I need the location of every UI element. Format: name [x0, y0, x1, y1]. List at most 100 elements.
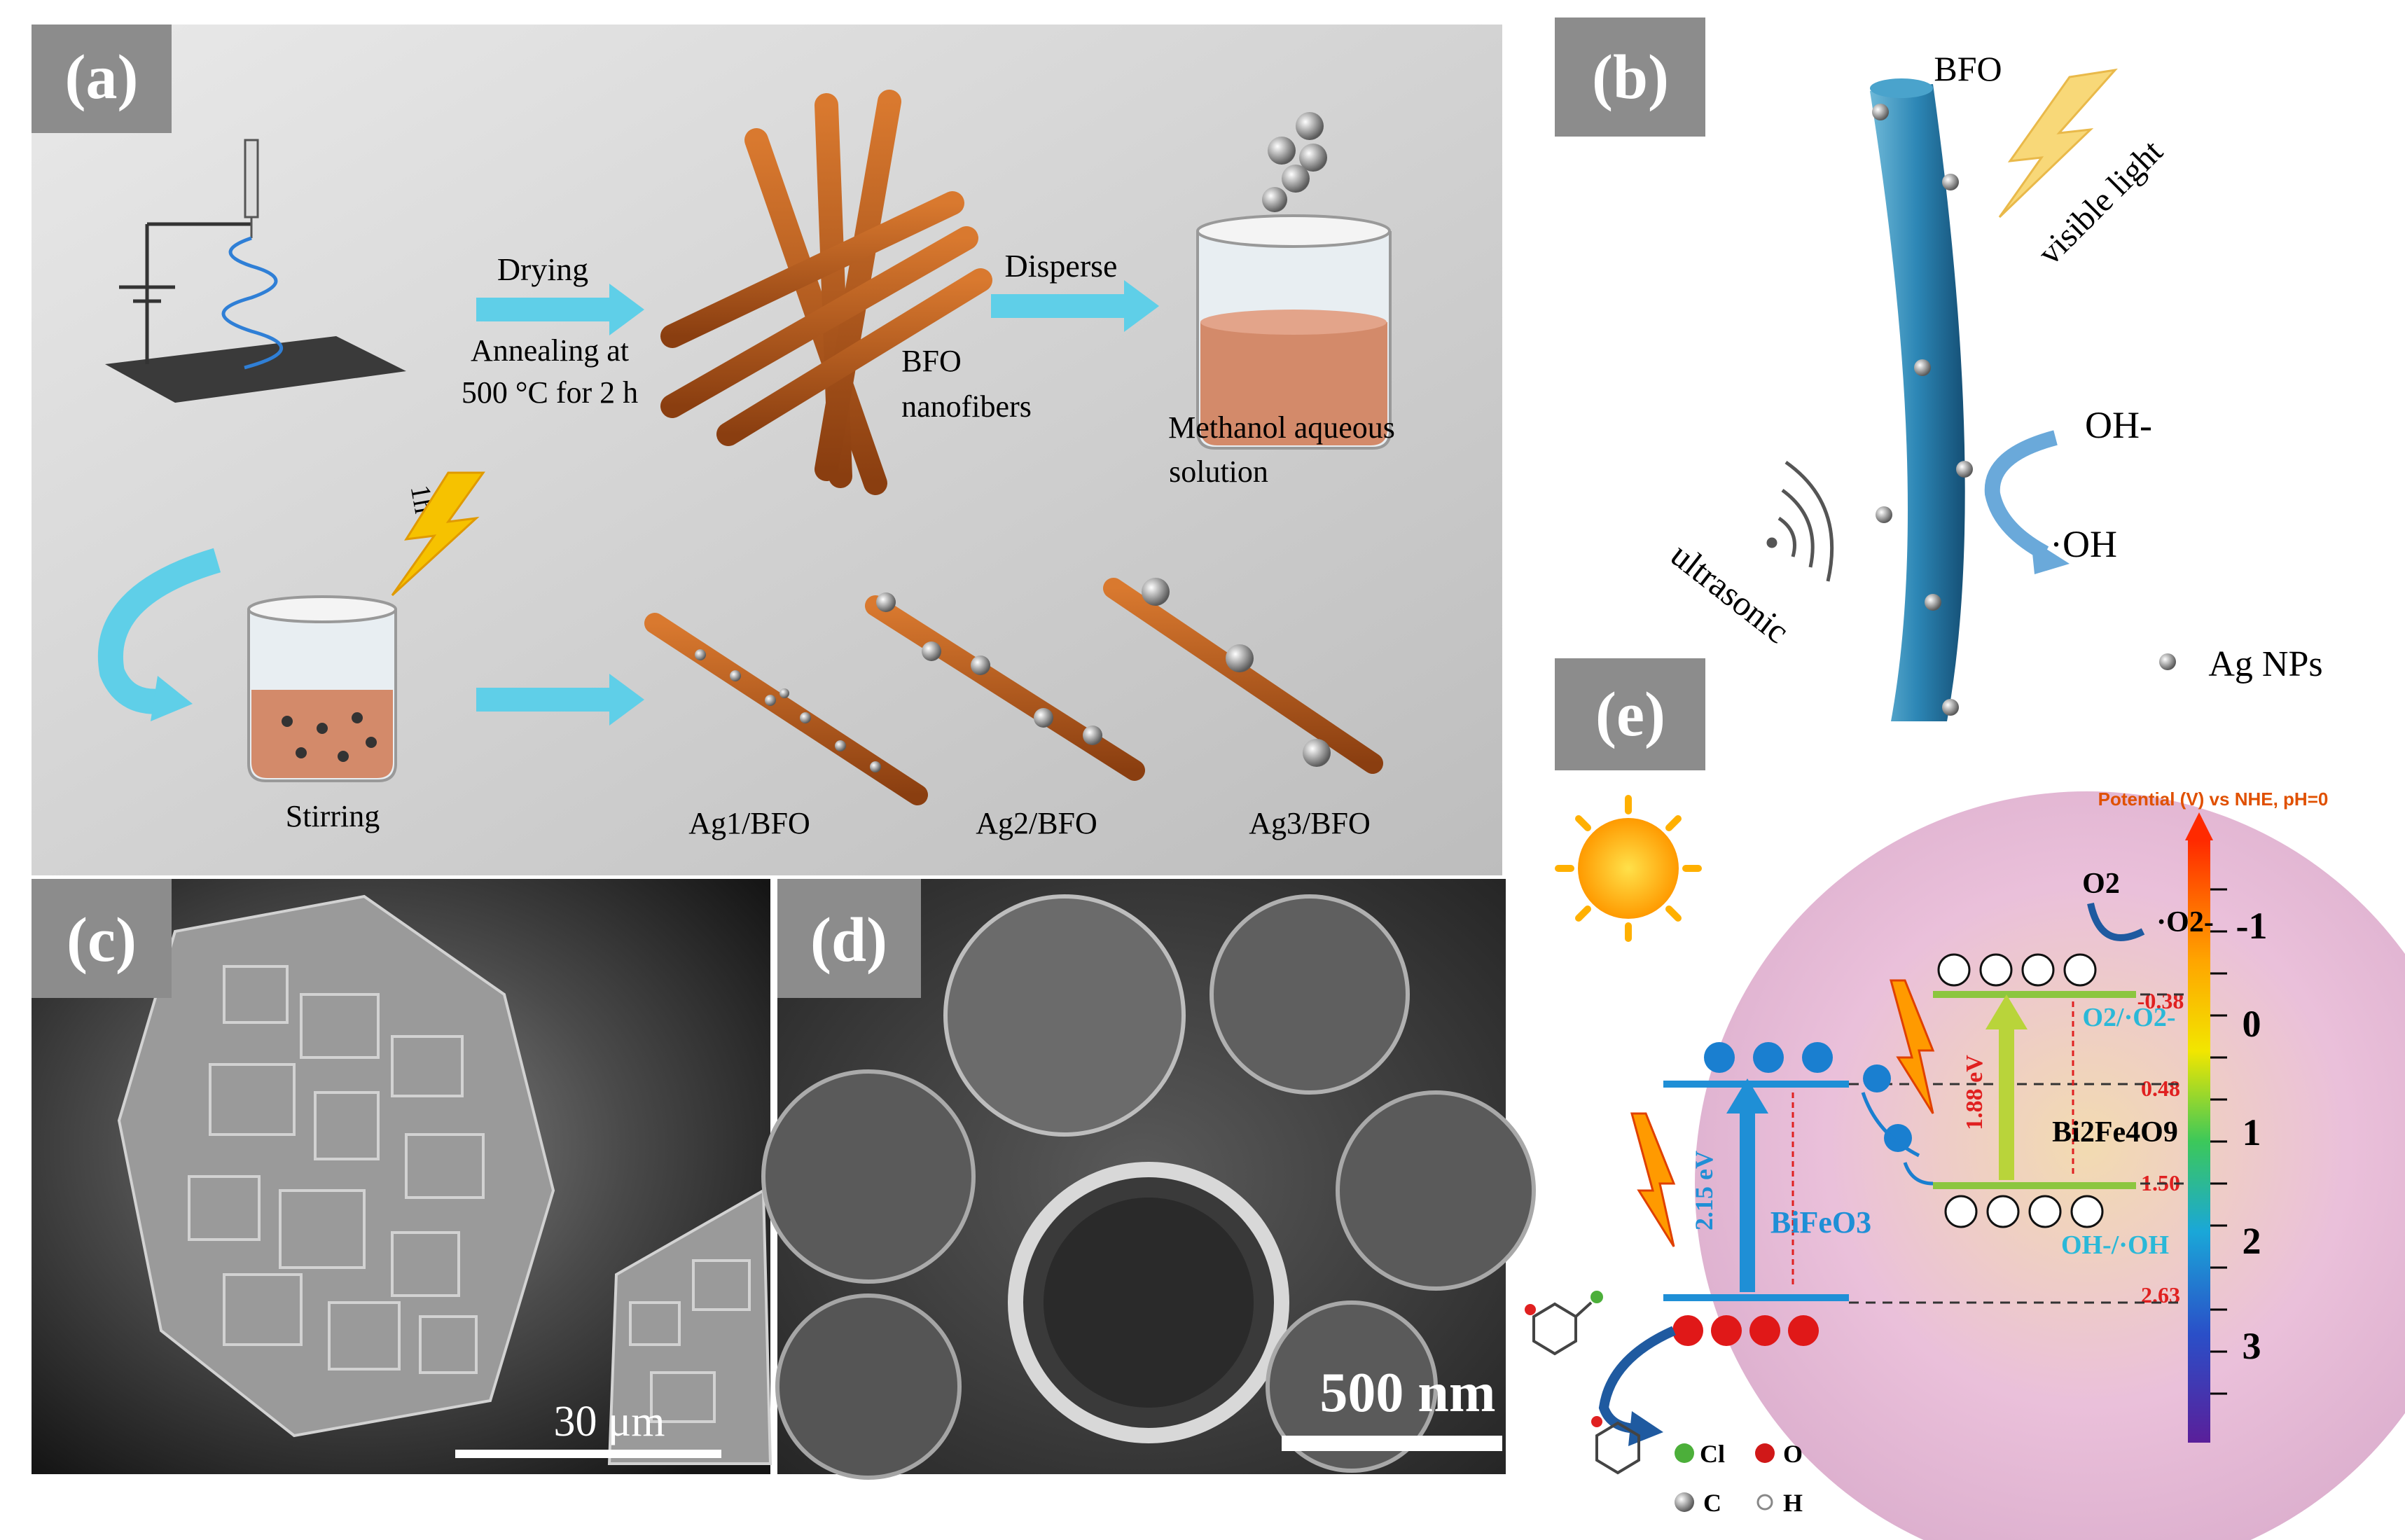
- bfo-fiber: [1870, 84, 1965, 721]
- bi2fe4o9-conduction-band: [1933, 991, 2136, 998]
- product-fiber-ag2: [865, 592, 1145, 781]
- crystal-cluster-c: [117, 894, 772, 1465]
- product-label-ag2: Ag2/BFO: [976, 806, 1097, 840]
- panel-c-tag-box: [32, 879, 172, 998]
- panel-e-tag-box: [1555, 658, 1705, 770]
- lightning-icon: [391, 471, 485, 597]
- potential-mark-263: 2.63: [2141, 1282, 2180, 1307]
- beaker-stirring-icon: [247, 595, 397, 782]
- ag-np-on-fiber: [1872, 104, 1973, 716]
- potential-mark-minus038: -0.38: [2137, 988, 2184, 1013]
- product-label-ag3: Ag3/BFO: [1249, 806, 1371, 840]
- step-disperse-label: Disperse: [1005, 248, 1118, 284]
- panel-e: (e) Potential (V) vs NHE, pH=0 -1 0: [1525, 658, 2405, 1540]
- porous-spheres-d: [761, 894, 1536, 1480]
- panel-b-tag-box: [1555, 18, 1705, 137]
- step-annealing-label-1: Annealing at: [471, 333, 629, 368]
- ag-particle-cluster-icon: [1262, 112, 1327, 212]
- bfo-nanofibers-label-1: BFO: [901, 344, 962, 378]
- interfacial-electron-transfer: [1861, 1064, 1934, 1186]
- potential-axis-title: Potential (V) vs NHE, pH=0: [2098, 789, 2329, 810]
- gap-bi2fe4o9-label: 1.88 eV: [1962, 1055, 1988, 1130]
- panel-d-tag-box: [777, 879, 921, 998]
- panel-a-tag: (a): [65, 43, 139, 112]
- legend-h-label: H: [1783, 1489, 1803, 1517]
- product-fiber-ag3: [1103, 578, 1383, 774]
- chlorophenol-molecule-icon: [1525, 1291, 1603, 1356]
- o2-reduction-arrow: [2087, 902, 2145, 941]
- drying-arrow: [476, 298, 609, 321]
- bifeo3-holes: [1672, 1315, 1819, 1346]
- oh-couple-label: OH-/·OH: [2061, 1230, 2169, 1260]
- legend-o-icon: [1755, 1443, 1775, 1463]
- methanol-label-2: solution: [1169, 455, 1268, 489]
- scale-number-2: 2: [2243, 1220, 2261, 1262]
- legend-o-label: O: [1783, 1440, 1803, 1468]
- panel-c: (c) 30 μm: [32, 879, 772, 1474]
- scale-number-1: 1: [2243, 1111, 2261, 1153]
- panel-d-tag: (d): [810, 906, 887, 975]
- ultrasonic-label: ultrasonic: [1664, 535, 1797, 651]
- legend-cl-label: Cl: [1700, 1440, 1725, 1468]
- sun-icon: [1555, 795, 1702, 942]
- product-label-ag1: Ag1/BFO: [688, 806, 810, 840]
- scale-bar-d: [1282, 1436, 1502, 1451]
- bifeo3-label: BiFeO3: [1770, 1205, 1871, 1240]
- products-arrow: [476, 688, 609, 712]
- potential-mark-048: 0.48: [2141, 1076, 2180, 1101]
- legend-c-label: C: [1703, 1489, 1721, 1517]
- legend-c-icon: [1675, 1492, 1694, 1512]
- lightning-icon-e1: [1630, 1112, 1676, 1247]
- legend-h-icon: [1756, 1494, 1773, 1511]
- visible-light-lightning-icon: [1998, 68, 2118, 218]
- bfo-nanofiber-bundle: [660, 90, 992, 495]
- bifeo3-valence-band: [1663, 1294, 1849, 1301]
- bi2fe4o9-label: Bi2Fe4O9: [2052, 1116, 2178, 1149]
- oh-minus-label: OH-: [2085, 404, 2152, 446]
- bfo-nanofibers-label-2: nanofibers: [901, 389, 1032, 424]
- panel-c-tag: (c): [67, 906, 137, 975]
- legend-cl-icon: [1675, 1443, 1694, 1463]
- oh-radical-label: ·OH: [2050, 523, 2117, 565]
- scale-bar-label-d: 500 nm: [1319, 1362, 1495, 1424]
- panel-a: (a) Drying Annealing at 500 °C for 2 h: [32, 25, 1502, 875]
- scale-number-0: 0: [2243, 1003, 2261, 1045]
- oh-conversion-arrow: [1984, 430, 2058, 560]
- panel-b-tag: (b): [1592, 43, 1669, 112]
- bifeo3-electrons: [1704, 1042, 1833, 1073]
- potential-ticks: [2210, 888, 2227, 1395]
- panel-b: (b) BFO visible light ultrasonic OH- ·OH…: [1555, 18, 2323, 721]
- ag-nps-legend-icon: [2159, 653, 2176, 670]
- panel-e-tag: (e): [1595, 680, 1665, 749]
- lightning-icon-e2: [1890, 979, 1935, 1114]
- bi2fe4o9-holes: [1944, 1195, 2104, 1228]
- gap-bfo-label: 2.15 eV: [1690, 1151, 1718, 1230]
- heterojunction-sphere: [1695, 791, 2405, 1540]
- panel-d: (d) 500 nm: [761, 879, 1536, 1480]
- product-fiber-ag1: [644, 613, 928, 805]
- bifeo3-conduction-band: [1663, 1081, 1849, 1088]
- methanol-label-1: Methanol aqueous: [1168, 410, 1395, 445]
- scale-number-minus1: -1: [2236, 905, 2268, 947]
- o2-couple-label: O2/·O2-: [2083, 1003, 2176, 1032]
- step-annealing-label-2: 500 °C for 2 h: [462, 375, 638, 410]
- ultrasonic-wave-icon: [1766, 460, 1834, 582]
- stirring-label: Stirring: [286, 799, 380, 833]
- step-drying-label: Drying: [497, 251, 588, 287]
- degradation-arrow: [1598, 1326, 1676, 1434]
- scale-number-3: 3: [2243, 1325, 2261, 1367]
- phenol-molecule-icon: [1591, 1416, 1640, 1475]
- o2-label: O2: [2082, 868, 2120, 900]
- disperse-arrow: [991, 294, 1124, 318]
- scale-bar-label-c: 30 μm: [554, 1398, 665, 1445]
- potential-axis-arrow: [2185, 812, 2213, 840]
- potential-scale-bar: [2188, 840, 2210, 1443]
- beaker-methanol-icon: [1196, 214, 1392, 450]
- return-arrow: [97, 548, 221, 714]
- electrospinning-setup-icon: [105, 139, 406, 403]
- panel-a-tag-box: [32, 25, 172, 133]
- bi2fe4o9-electrons: [1937, 953, 2097, 987]
- ag-nps-label: Ag NPs: [2208, 644, 2322, 684]
- scale-bar-c: [455, 1450, 721, 1458]
